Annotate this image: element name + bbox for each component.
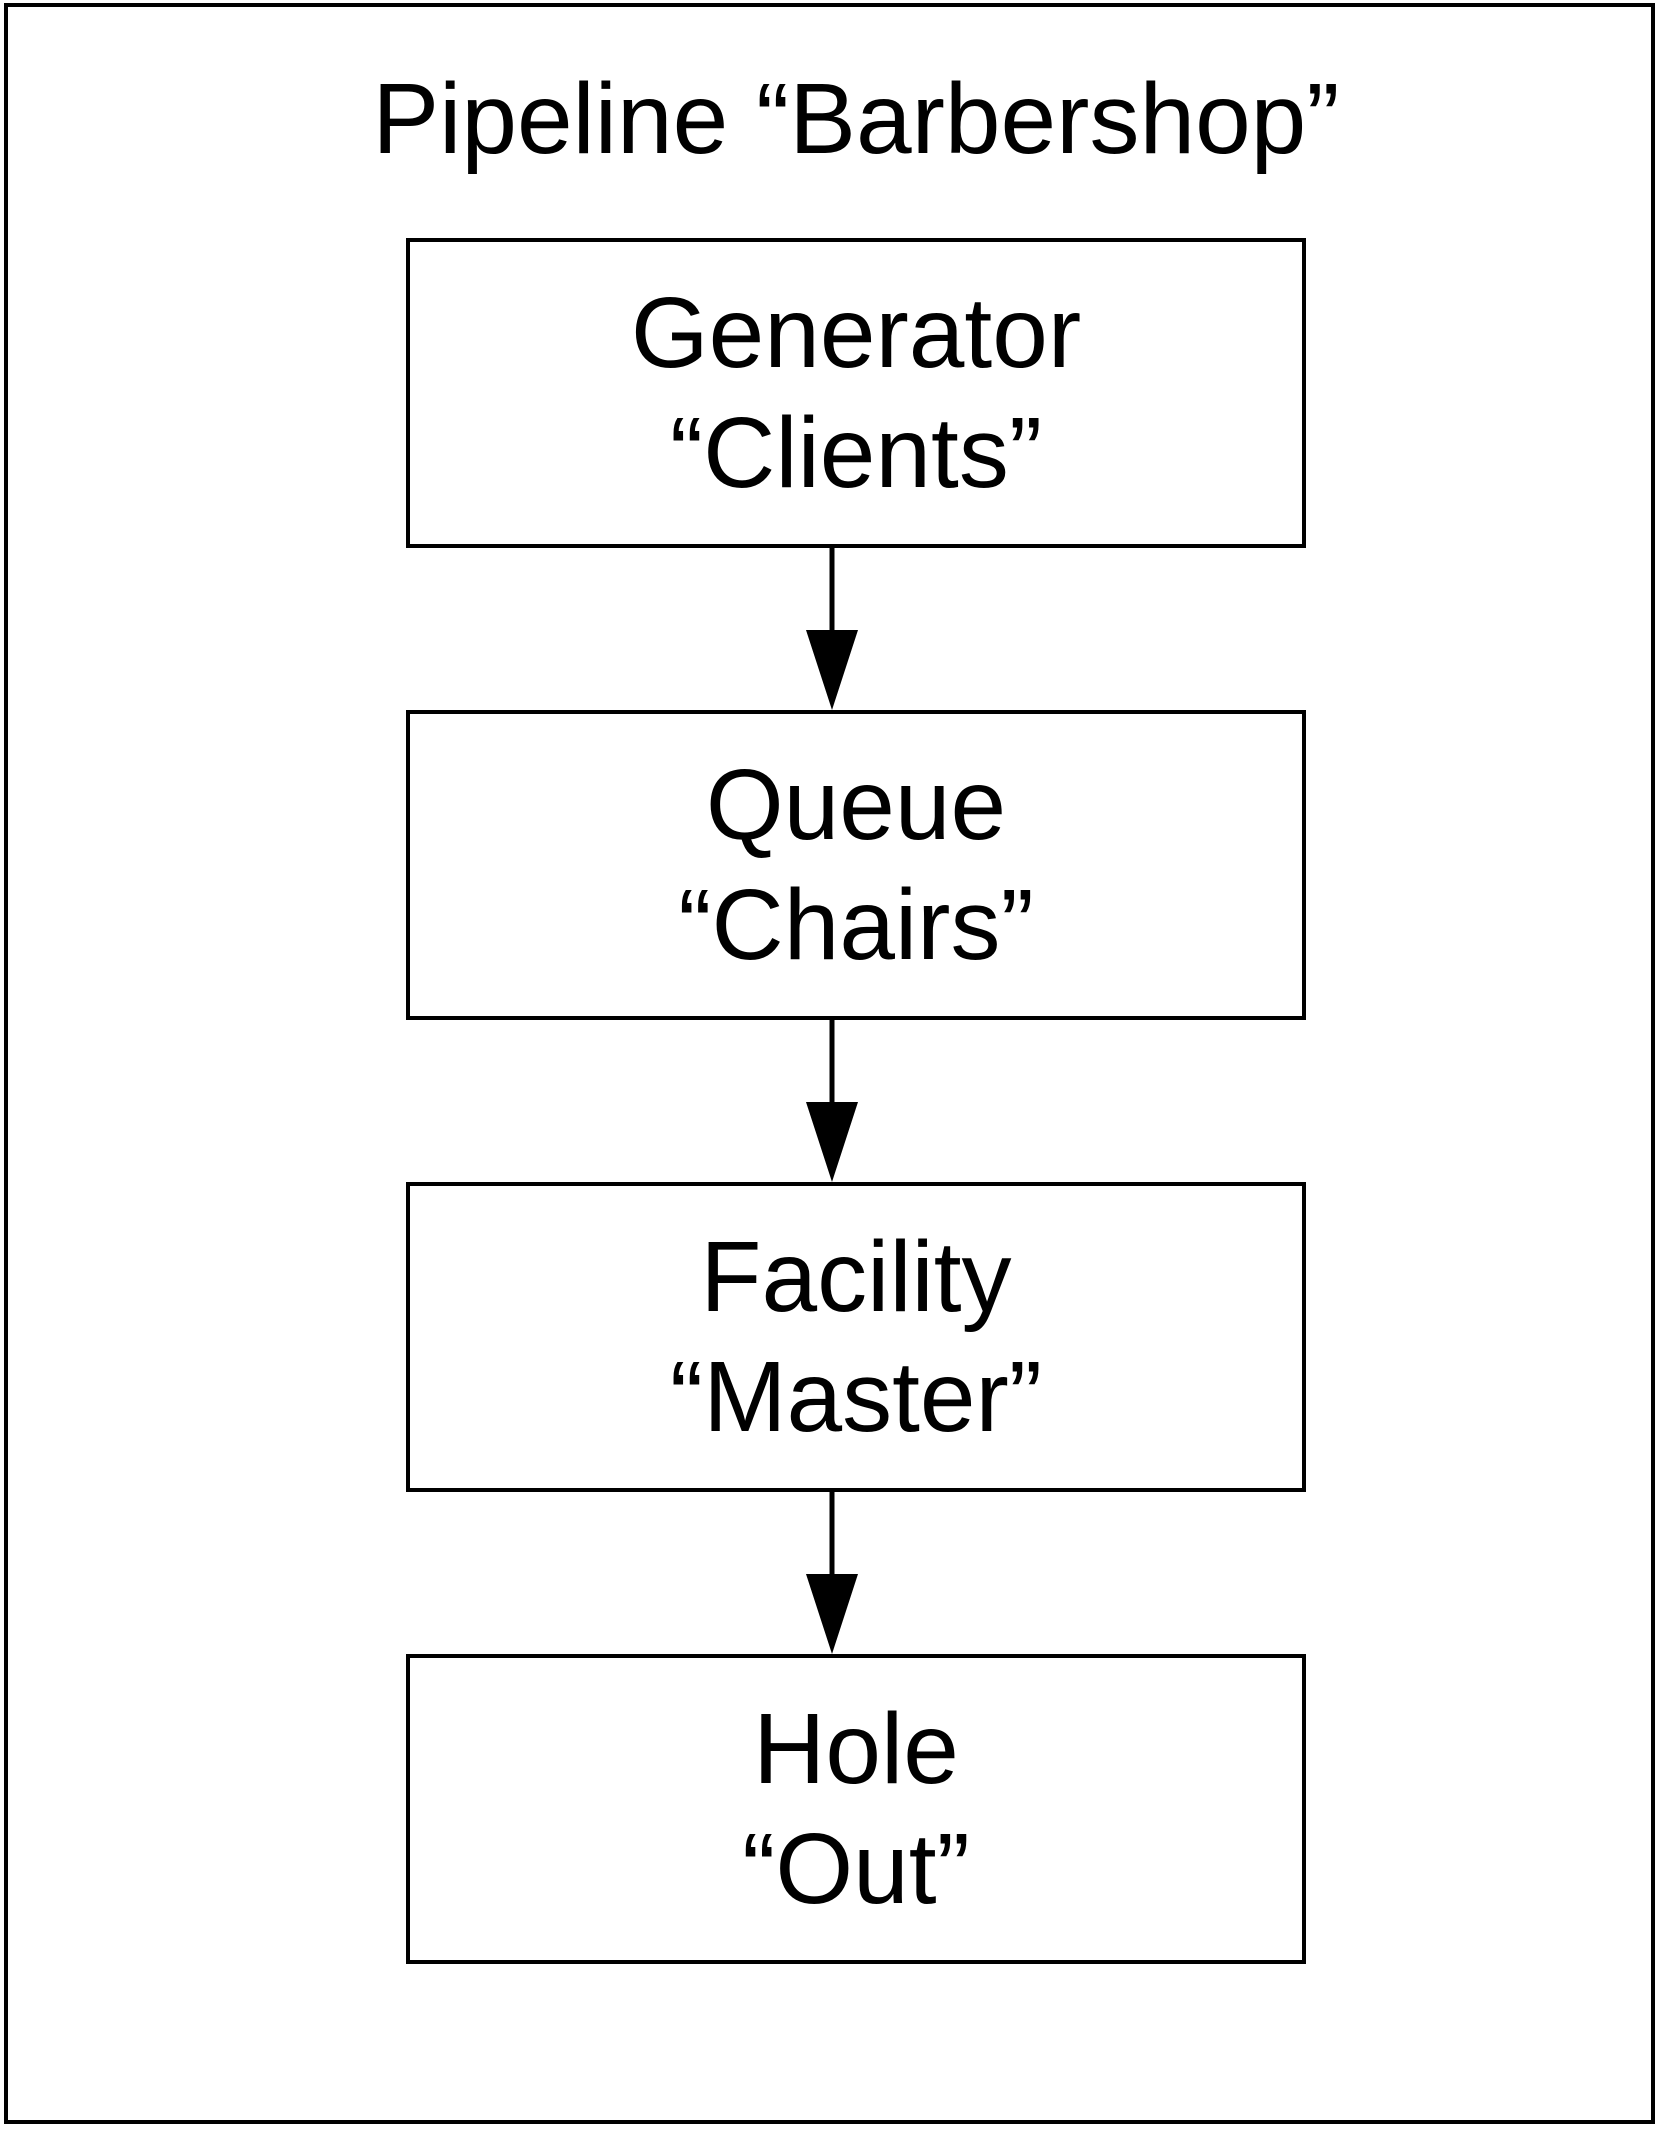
arrow-generator-to-queue [806,548,858,710]
diagram-title: Pipeline “Barbershop” [372,63,1340,175]
node-name-label: “Clients” [669,397,1043,509]
node-hole: Hole “Out” [406,1654,1306,1964]
arrow-queue-to-facility [806,1020,858,1182]
node-queue: Queue “Chairs” [406,710,1306,1020]
node-type-label: Generator [630,277,1082,389]
node-name-label: “Out” [742,1813,970,1925]
node-facility: Facility “Master” [406,1182,1306,1492]
node-type-label: Queue [705,749,1007,861]
node-type-label: Facility [700,1221,1012,1333]
node-name-label: “Master” [669,1341,1043,1453]
node-generator: Generator “Clients” [406,238,1306,548]
node-type-label: Hole [753,1693,959,1805]
arrow-facility-to-hole [806,1492,858,1654]
node-name-label: “Chairs” [678,869,1034,981]
pipeline-frame [4,3,1655,2124]
